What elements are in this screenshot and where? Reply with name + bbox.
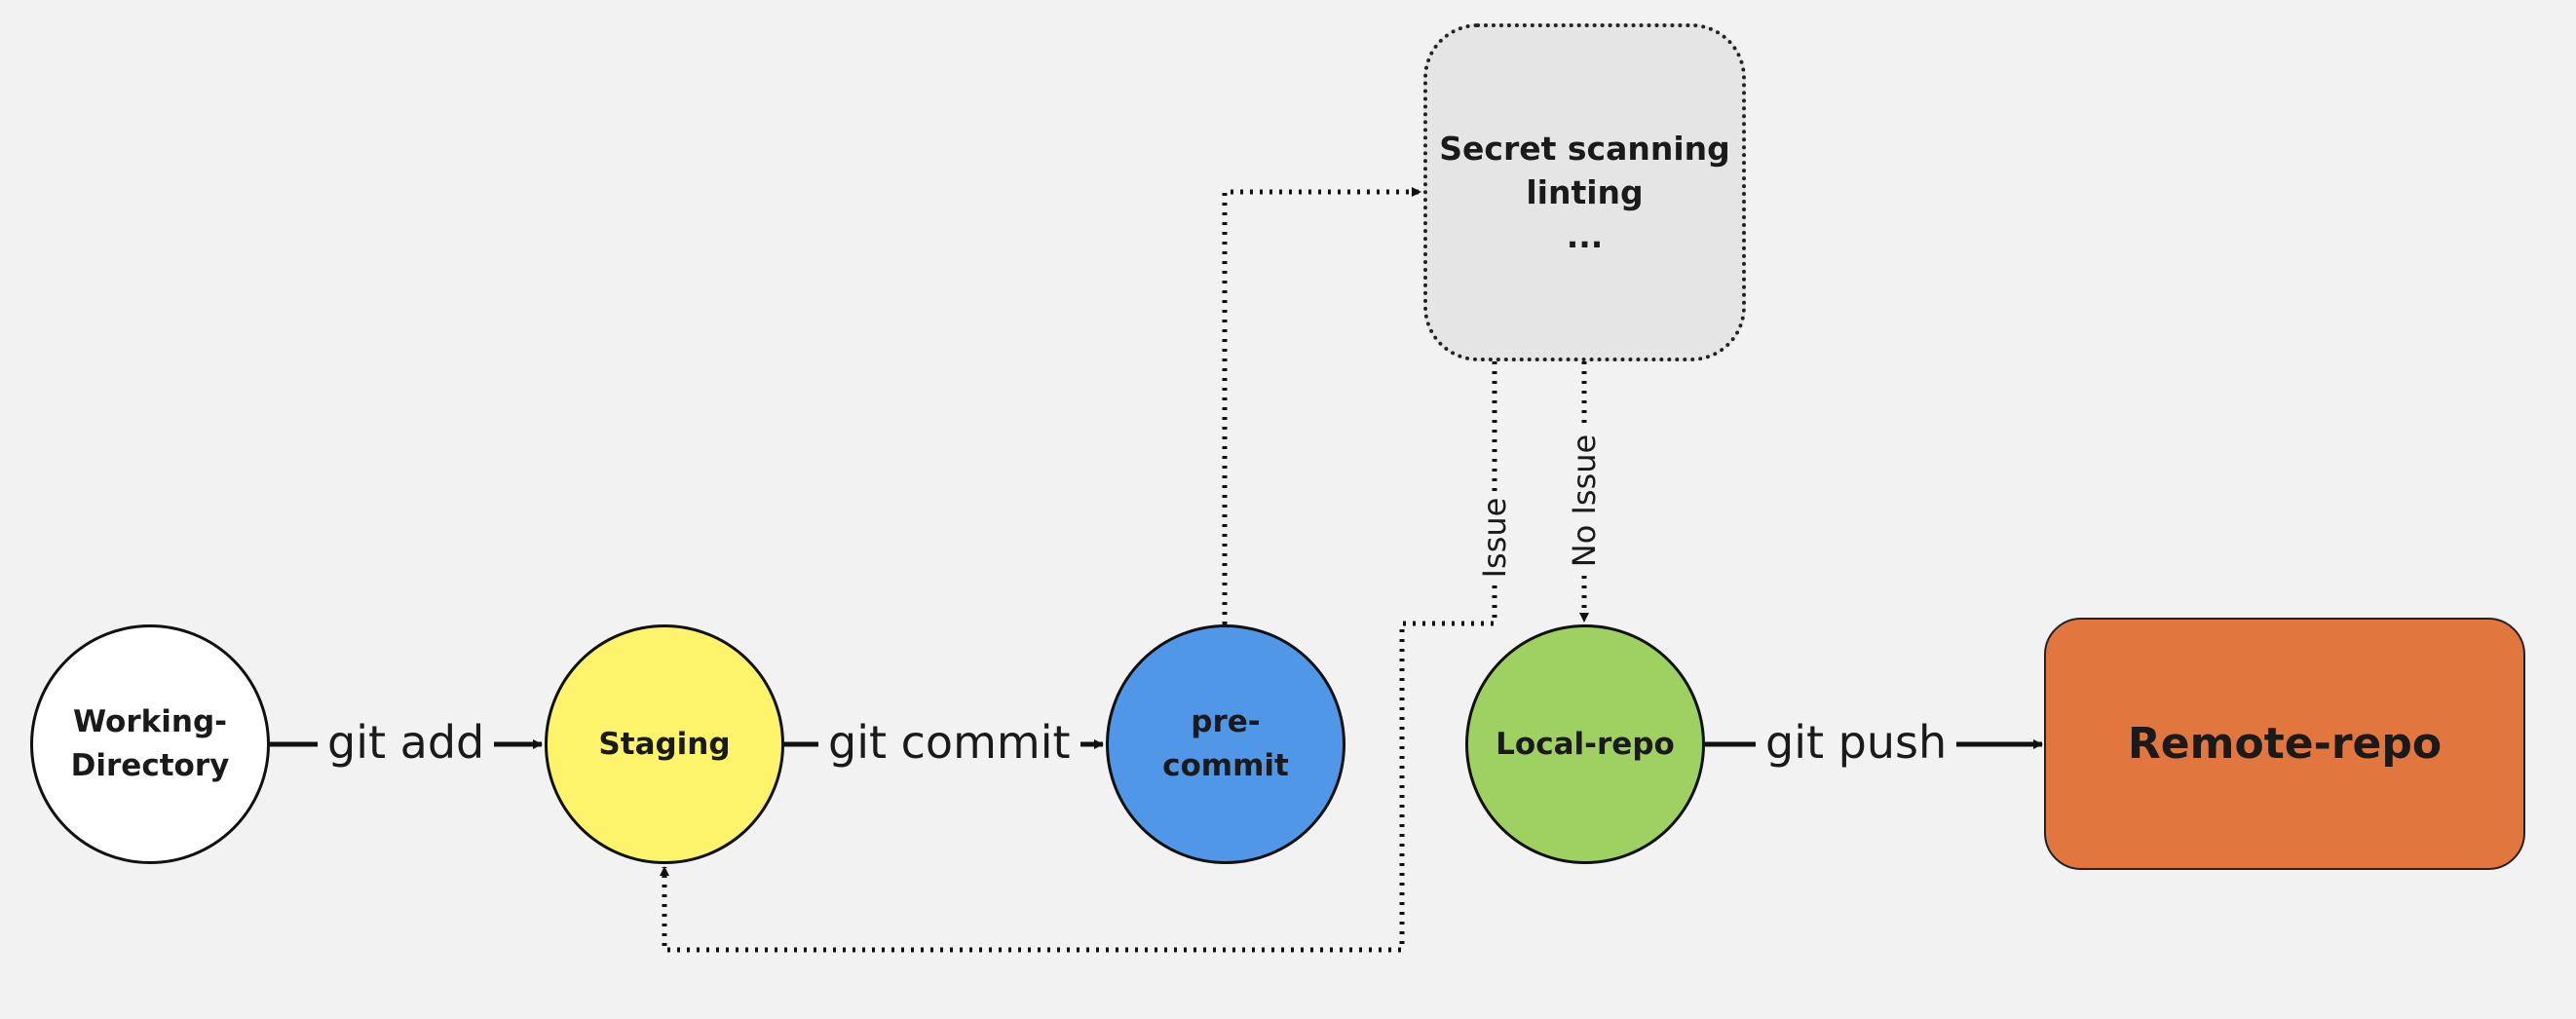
- pre-commit-label: pre- commit: [1162, 704, 1289, 783]
- git-push-label: git push: [1756, 715, 1957, 770]
- git-add-label: git add: [318, 715, 495, 770]
- checks-label: Secret scanning linting ...: [1439, 130, 1730, 255]
- remote-repo-label: Remote-repo: [2127, 719, 2443, 769]
- working-directory-node: Working- Directory: [30, 624, 270, 864]
- staging-label: Staging: [598, 726, 731, 762]
- remote-repo-node: Remote-repo: [2044, 618, 2525, 870]
- checks-node: Secret scanning linting ...: [1423, 23, 1746, 361]
- local-repo-label: Local-repo: [1496, 726, 1675, 762]
- edge-issue-to-staging: [660, 361, 1497, 953]
- no-issue-label: No Issue: [1565, 428, 1604, 574]
- pre-commit-node: pre- commit: [1106, 624, 1345, 864]
- edge-precommit-to-checks: [1222, 187, 1421, 624]
- local-repo-node: Local-repo: [1465, 624, 1705, 864]
- issue-label: Issue: [1475, 491, 1514, 585]
- working-directory-label: Working- Directory: [70, 704, 230, 783]
- git-commit-label: git commit: [818, 715, 1080, 770]
- staging-node: Staging: [545, 624, 784, 864]
